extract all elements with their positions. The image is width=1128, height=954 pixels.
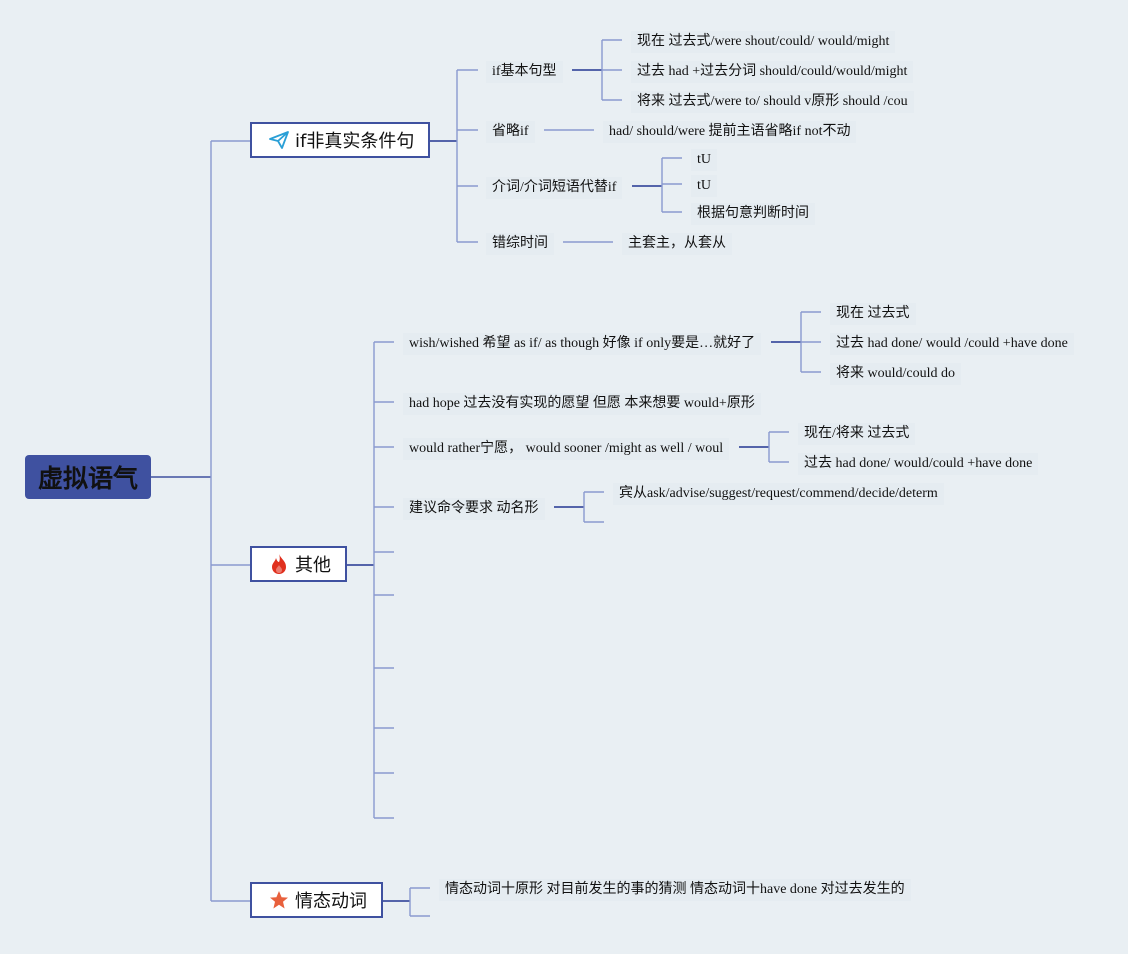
leaf-node[interactable]: 将来 would/could do: [830, 363, 961, 385]
node-would-rather[interactable]: would rather宁愿， would sooner /might as w…: [403, 438, 730, 460]
root-node[interactable]: 虚拟语气: [25, 455, 151, 499]
leaf-node[interactable]: 现在 过去式/were shout/could/ would/might: [631, 31, 896, 53]
node-had-hope[interactable]: had hope 过去没有实现的愿望 但愿 本来想要 would+原形: [403, 393, 761, 415]
leaf-node[interactable]: 主套主，从套从: [622, 233, 732, 255]
leaf-node[interactable]: 现在/将来 过去式: [798, 423, 916, 445]
node-preposition-replace-if[interactable]: 介词/介词短语代替if: [486, 177, 623, 199]
node-modal-guess[interactable]: 情态动词十原形 对目前发生的事的猜测 情态动词十have done 对过去发生的: [439, 879, 911, 901]
node-suggest-command[interactable]: 建议命令要求 动名形: [403, 498, 545, 520]
branch-modal-verbs[interactable]: 情态动词: [250, 882, 383, 918]
leaf-node[interactable]: 过去 had done/ would/could +have done: [798, 453, 1039, 475]
star-icon: [268, 889, 290, 911]
leaf-node[interactable]: 现在 过去式: [830, 303, 916, 325]
leaf-node[interactable]: tU: [691, 149, 717, 171]
leaf-node[interactable]: tU: [691, 175, 717, 197]
branch-title: 其他: [295, 555, 331, 576]
leaf-node[interactable]: 过去 had +过去分词 should/could/would/might: [631, 61, 914, 83]
node-wish-as-if[interactable]: wish/wished 希望 as if/ as though 好像 if on…: [403, 333, 762, 355]
leaf-node[interactable]: 过去 had done/ would /could +have done: [830, 333, 1074, 355]
branch-others[interactable]: 其他: [250, 546, 347, 582]
fire-icon: [268, 553, 290, 575]
leaf-node[interactable]: 将来 过去式/were to/ should v原形 should /cou: [631, 91, 914, 113]
node-mixed-time[interactable]: 错综时间: [486, 233, 554, 255]
leaf-node[interactable]: had/ should/were 提前主语省略if not不动: [603, 121, 857, 143]
node-if-basic[interactable]: if基本句型: [486, 61, 563, 83]
paper-plane-icon: [268, 129, 290, 151]
node-omit-if[interactable]: 省略if: [486, 121, 535, 143]
root-title: 虚拟语气: [37, 464, 138, 493]
branch-title: if非真实条件句: [295, 131, 415, 152]
leaf-node[interactable]: 宾从ask/advise/suggest/request/commend/dec…: [613, 483, 944, 505]
branch-title: 情态动词: [295, 891, 367, 912]
leaf-node[interactable]: 根据句意判断时间: [691, 203, 815, 225]
branch-if-conditional[interactable]: if非真实条件句: [250, 122, 431, 158]
